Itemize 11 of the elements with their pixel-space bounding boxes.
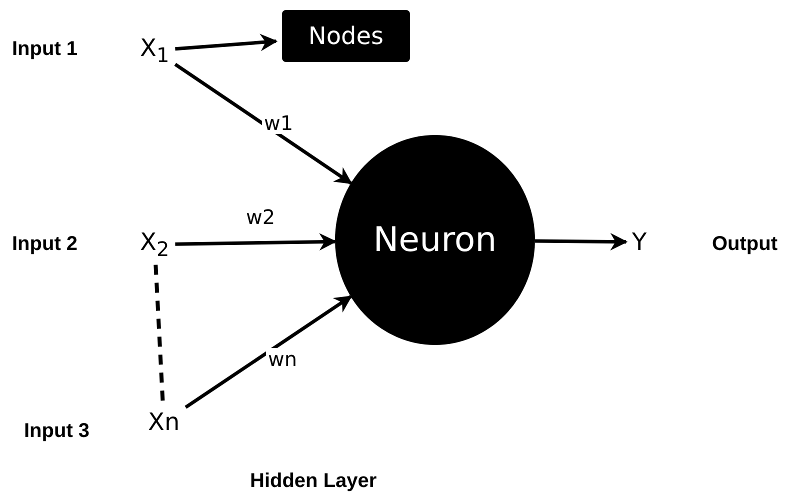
output-variable: Y xyxy=(632,230,647,254)
input-variable: X$_{2}$ xyxy=(140,230,170,259)
input-label: Input 3 xyxy=(24,420,90,443)
input-label: Input 1 xyxy=(12,38,78,61)
layer-caption: Hidden Layer xyxy=(250,470,377,493)
neuron-circle: Neuron xyxy=(335,135,535,345)
output-label: Output xyxy=(712,233,778,256)
input-variable: Xn xyxy=(148,410,180,434)
input-variable: X$_{1}$ xyxy=(140,36,170,65)
nodes-box: Nodes xyxy=(282,10,410,62)
input-label: Input 2 xyxy=(12,233,78,256)
